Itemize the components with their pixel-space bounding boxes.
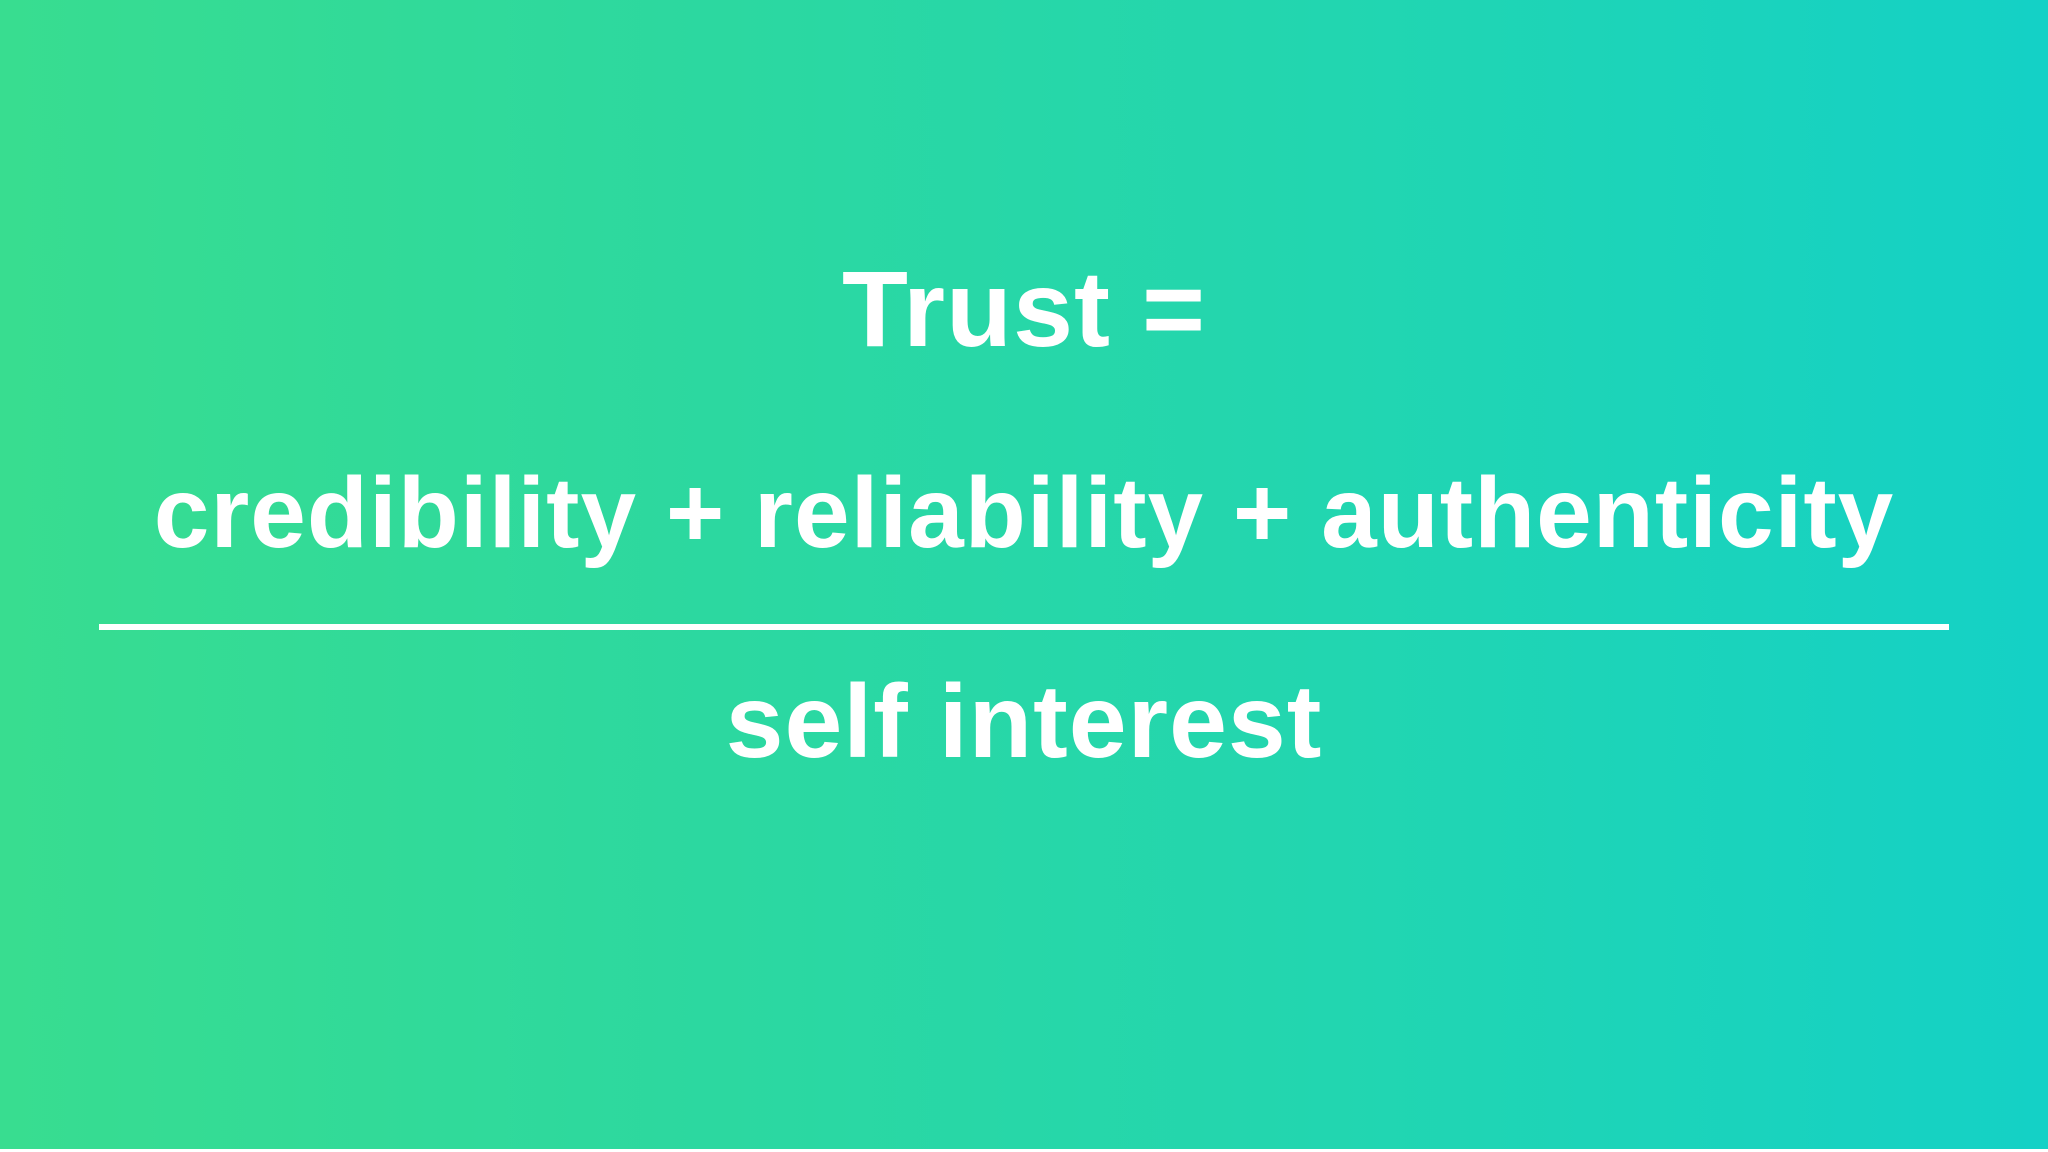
- equation-numerator: credibility + reliability + authenticity: [153, 457, 1895, 569]
- fraction-divider-line: [99, 624, 1949, 630]
- equation-title: Trust =: [841, 248, 1207, 369]
- equation-denominator: self interest: [725, 664, 1323, 780]
